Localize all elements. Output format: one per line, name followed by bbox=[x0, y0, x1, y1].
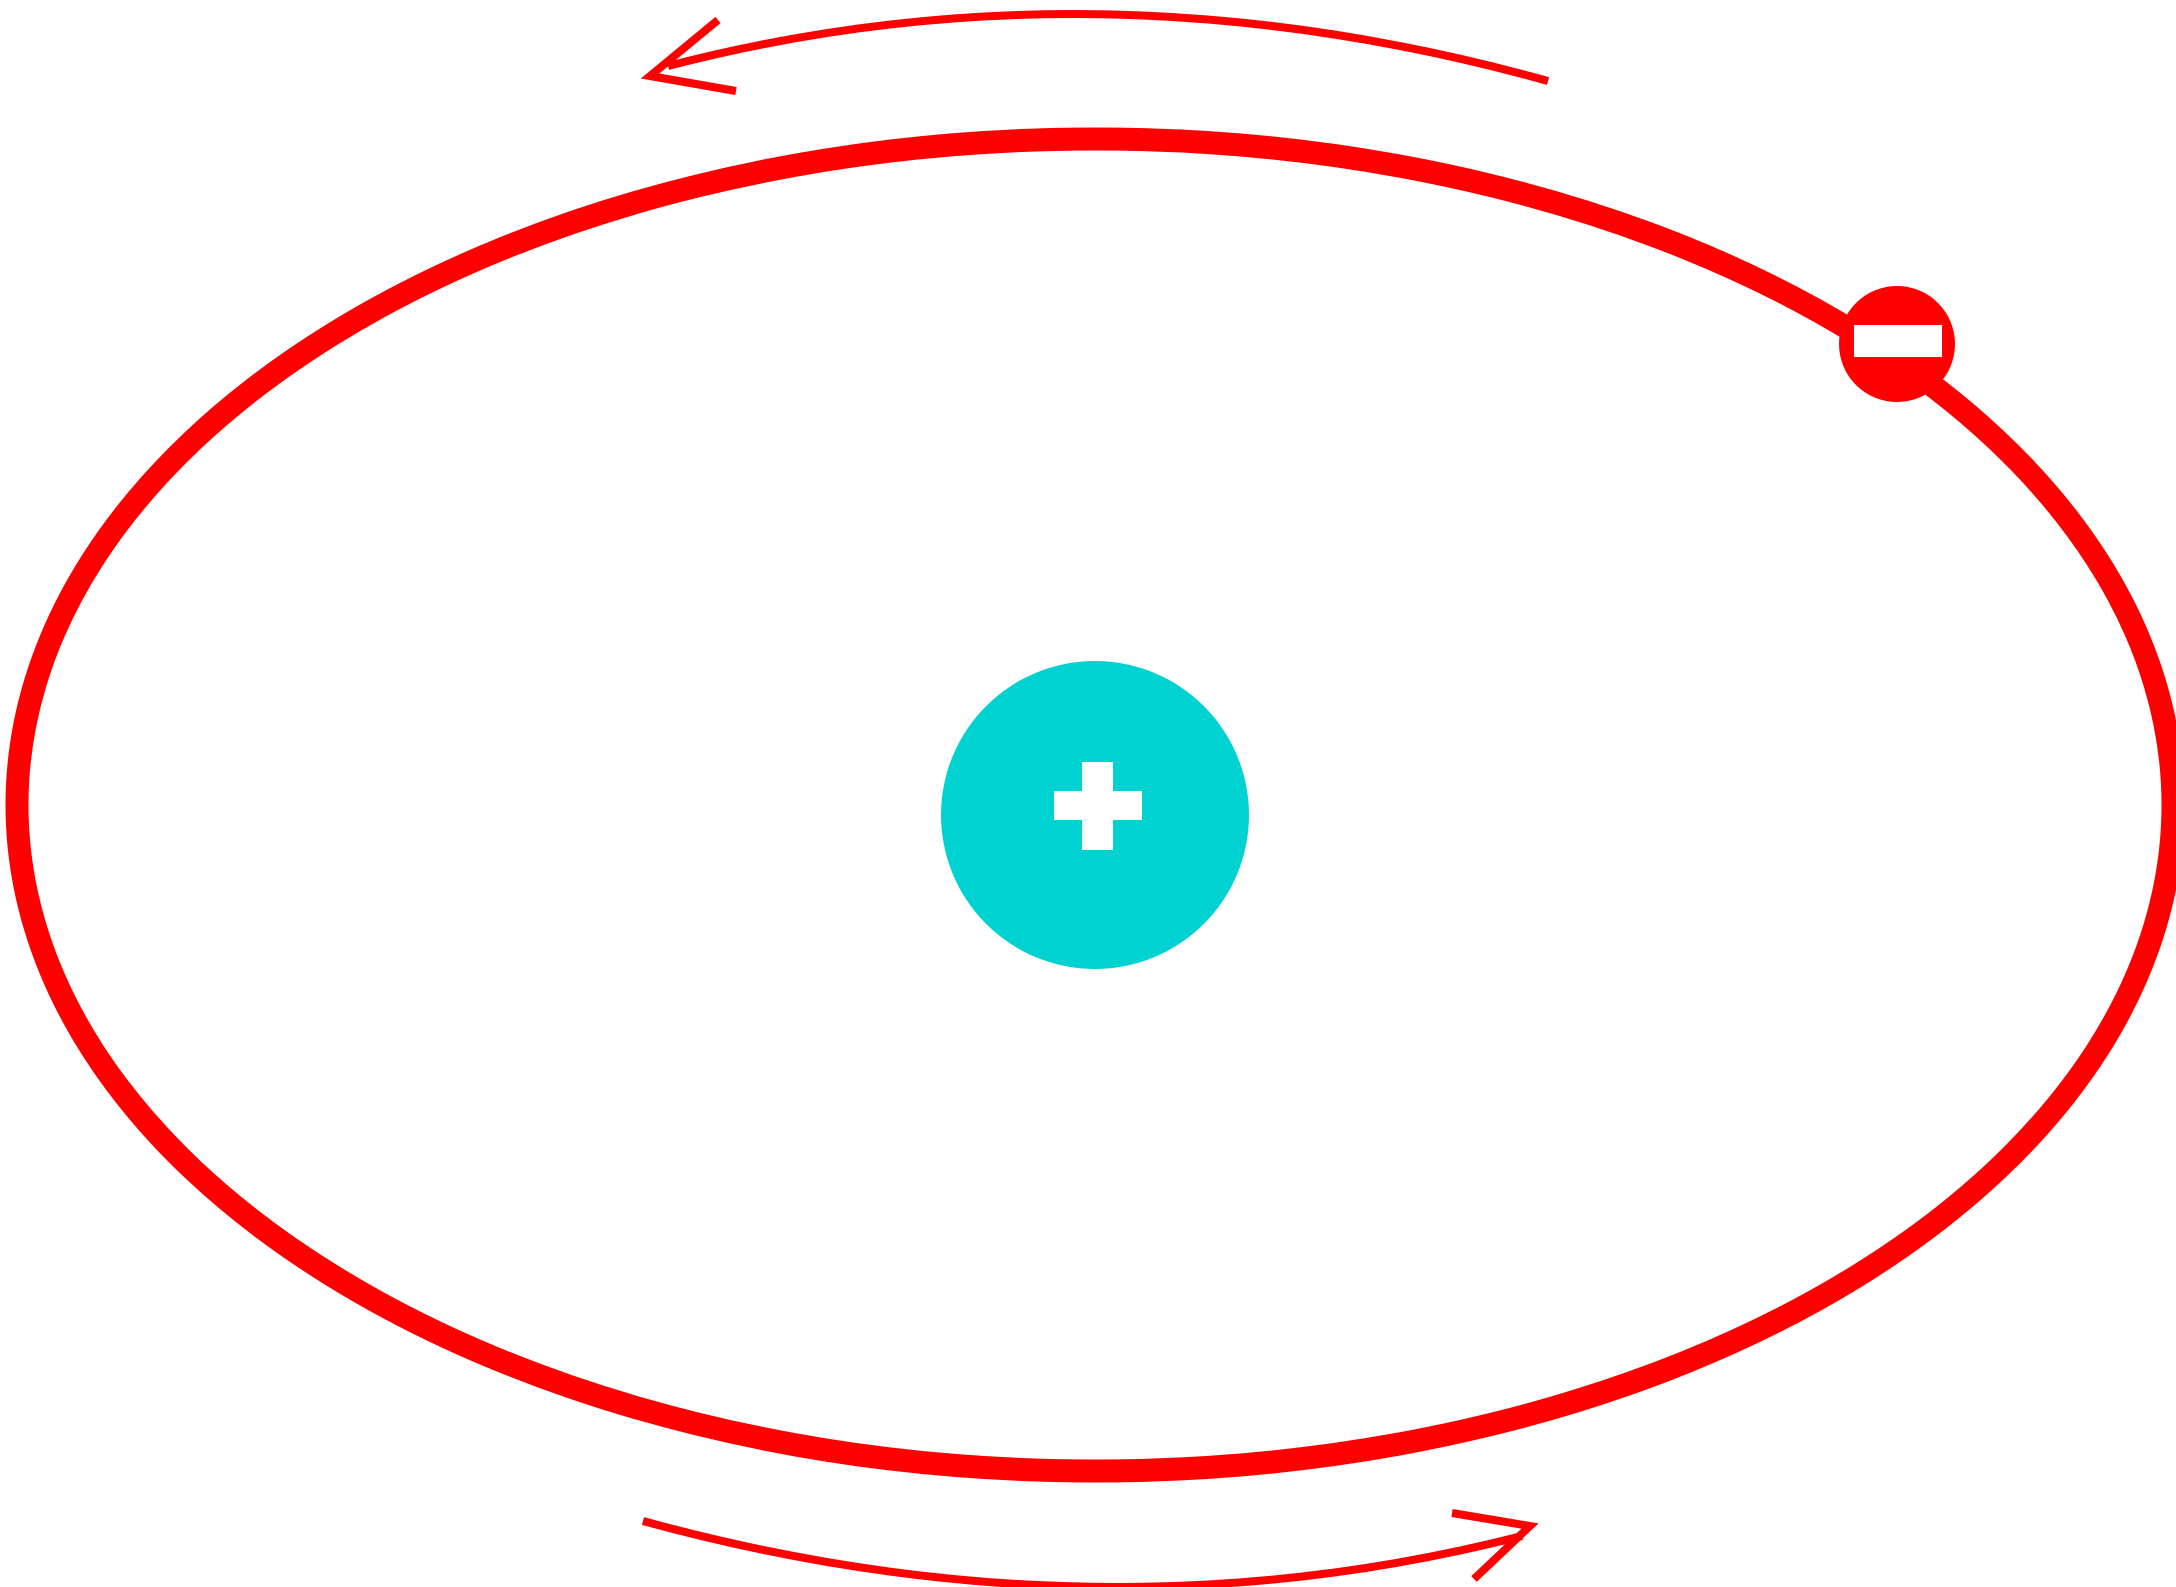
nucleus bbox=[941, 661, 1249, 969]
orbit-arrow-top bbox=[650, 14, 1548, 91]
orbit-arrow-top-curve bbox=[668, 14, 1548, 81]
minus-sign-icon bbox=[1854, 325, 1942, 357]
orbit-arrow-bottom bbox=[643, 1513, 1530, 1587]
orbit-arrow-bottom-curve bbox=[643, 1521, 1522, 1587]
electron bbox=[1839, 286, 1955, 402]
